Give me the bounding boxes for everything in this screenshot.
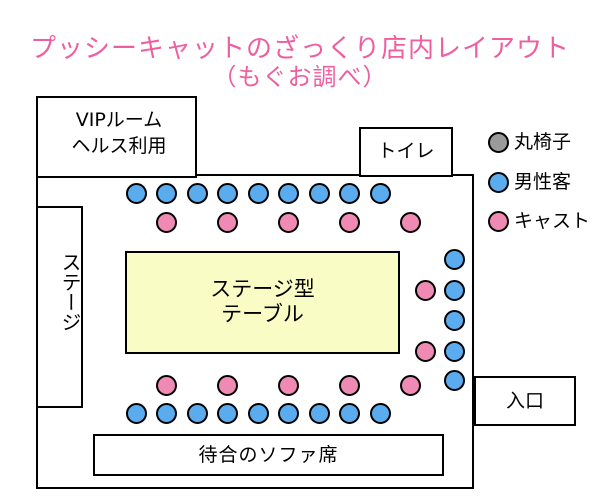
stage-table-label: ステージ型 テーブル bbox=[210, 277, 315, 326]
cast-seat bbox=[399, 211, 421, 233]
cast-seat bbox=[277, 211, 299, 233]
cast-seat bbox=[216, 374, 238, 396]
vip-room-label: VIPルーム ヘルス利用 bbox=[71, 109, 167, 157]
stage-label: ステージ bbox=[58, 252, 82, 332]
guest-seat bbox=[308, 182, 330, 204]
toilet-label: トイレ bbox=[377, 140, 435, 162]
guest-seat bbox=[443, 279, 465, 301]
guest-seat bbox=[443, 340, 465, 362]
cast-seat bbox=[277, 374, 299, 396]
guest-seat bbox=[278, 402, 299, 424]
guest-seat bbox=[125, 402, 147, 424]
legend-label: キャスト bbox=[514, 210, 591, 232]
waiting-sofa-label: 待合のソファ席 bbox=[198, 444, 339, 466]
guest-seat bbox=[339, 402, 360, 424]
stage bbox=[36, 206, 83, 408]
legend-label: 男性客 bbox=[514, 171, 572, 193]
page-title: プッシーキャットのざっくり店内レイアウト bbox=[29, 34, 570, 64]
entrance bbox=[474, 376, 576, 426]
stool-dot-icon bbox=[488, 132, 509, 153]
cast-seat bbox=[155, 211, 177, 233]
guest-seat bbox=[339, 182, 360, 204]
cast-seat bbox=[338, 374, 360, 396]
guest-seat bbox=[217, 402, 238, 424]
toilet bbox=[359, 127, 453, 177]
guest-seat bbox=[125, 182, 147, 204]
guest-seat bbox=[443, 309, 465, 331]
cast-seat bbox=[338, 211, 360, 233]
guest-seat bbox=[443, 248, 465, 270]
guest-seat bbox=[443, 369, 465, 391]
guest-seat bbox=[186, 182, 208, 204]
cast-dot-icon bbox=[488, 211, 509, 232]
guest-seat bbox=[308, 402, 330, 424]
cast-seat bbox=[399, 374, 421, 396]
waiting-sofa bbox=[93, 434, 444, 476]
guest-seat bbox=[156, 182, 177, 204]
cast-seat bbox=[155, 374, 177, 396]
cast-seat bbox=[414, 340, 436, 362]
guest-seat bbox=[156, 402, 177, 424]
cast-seat bbox=[414, 279, 436, 301]
guest-seat bbox=[369, 402, 391, 424]
guest-seat bbox=[217, 182, 238, 204]
vip-room bbox=[36, 96, 197, 178]
guest-seat bbox=[186, 402, 208, 424]
page-subtitle: （もぐお調べ） bbox=[212, 63, 388, 91]
guest-seat bbox=[247, 402, 269, 424]
legend-label: 丸椅子 bbox=[514, 131, 572, 153]
entrance-label: 入口 bbox=[505, 390, 544, 412]
stage-table bbox=[125, 251, 400, 354]
guest-seat bbox=[247, 182, 269, 204]
guest-seat bbox=[278, 182, 299, 204]
guest-dot-icon bbox=[488, 172, 509, 193]
guest-seat bbox=[369, 182, 391, 204]
cast-seat bbox=[216, 211, 238, 233]
